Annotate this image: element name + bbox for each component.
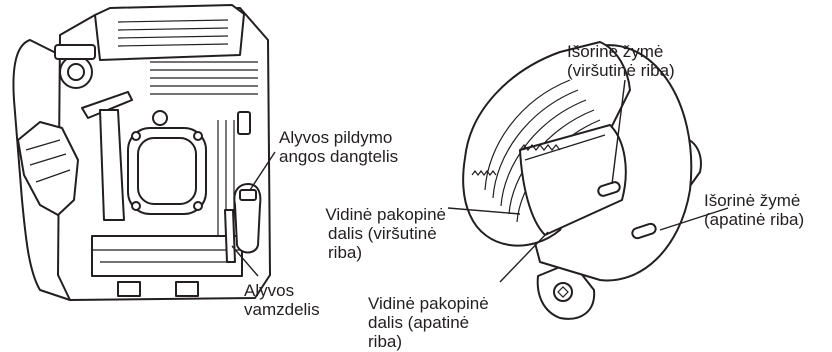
label-oil-filler-cap-line-1: Alyvos pildymo — [279, 128, 398, 147]
label-oil-filler-cap-line-2: angos dangtelis — [279, 147, 398, 166]
label-inner-step-lower-line-1: Vidinė pakopinė — [368, 294, 489, 313]
label-oil-pipe-line-2: vamzdelis — [244, 300, 320, 319]
label-outer-mark-lower-line-2: (apatinė riba) — [704, 210, 804, 229]
label-oil-pipe-line-1: Alyvos — [244, 281, 320, 300]
label-outer-mark-upper-line-2: (viršutinė riba) — [567, 61, 675, 80]
label-outer-mark-lower: Išorinė žymė (apatinė riba) — [704, 191, 804, 229]
label-inner-step-upper-line-2: dalis (viršutinė — [318, 224, 446, 243]
label-inner-step-lower-line-2: dalis (apatinė — [368, 313, 489, 332]
label-inner-step-upper: Vidinė pakopinė dalis (viršutinė riba) — [318, 205, 446, 262]
label-inner-step-upper-line-1: Vidinė pakopinė — [318, 205, 446, 224]
engine-illustration — [13, 5, 270, 300]
label-outer-mark-lower-line-1: Išorinė žymė — [704, 191, 804, 210]
oil-tank-section-illustration — [463, 42, 701, 319]
label-outer-mark-upper-line-1: Išorinė žymė — [567, 42, 675, 61]
label-oil-pipe: Alyvos vamzdelis — [244, 281, 320, 319]
label-oil-filler-cap: Alyvos pildymo angos dangtelis — [279, 128, 398, 166]
label-inner-step-lower: Vidinė pakopinė dalis (apatinė riba) — [368, 294, 489, 351]
label-inner-step-lower-line-3: riba) — [368, 332, 489, 351]
label-inner-step-upper-line-3: riba) — [318, 243, 446, 262]
label-outer-mark-upper: Išorinė žymė (viršutinė riba) — [567, 42, 675, 80]
